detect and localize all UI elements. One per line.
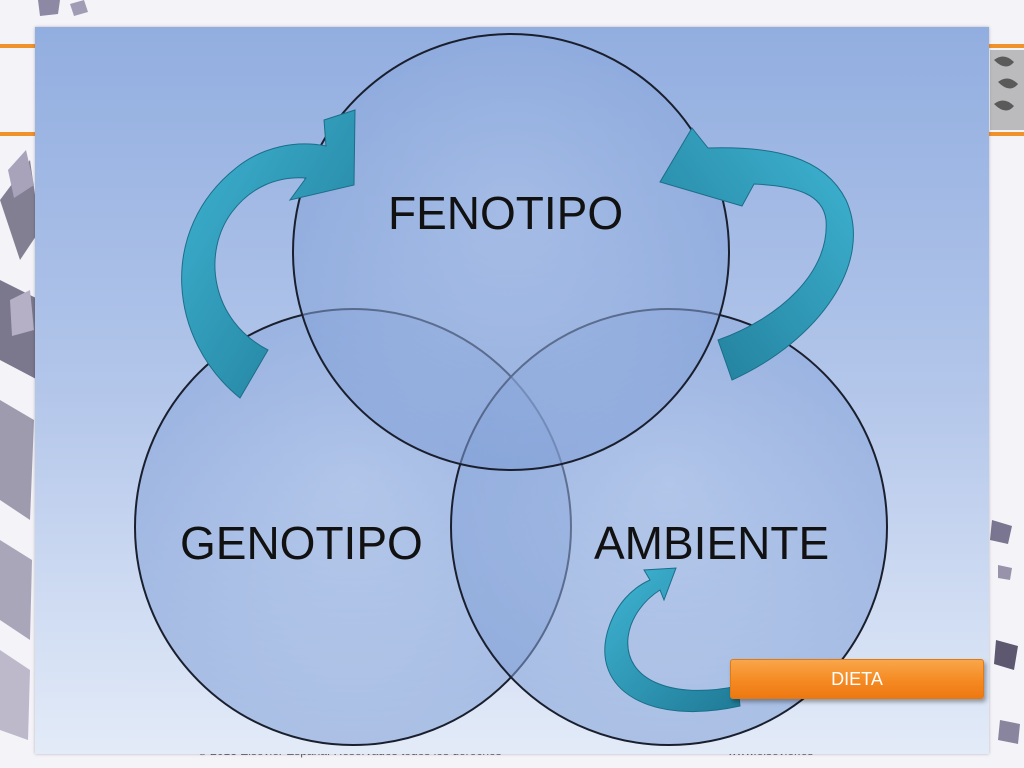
- accent-bar-left-bottom: [0, 132, 35, 136]
- accent-bar-right-bottom: [989, 132, 1024, 136]
- circle-fenotipo: [292, 33, 730, 471]
- curved-arrow-small-icon: [604, 567, 741, 713]
- curved-arrow-right-icon: [659, 127, 854, 381]
- genotipo-label: GENOTIPO: [180, 517, 423, 569]
- curved-arrow-left-icon: [181, 109, 356, 399]
- fenotipo-label: FENOTIPO: [388, 187, 624, 239]
- dieta-button[interactable]: DIETA: [730, 659, 984, 699]
- ambiente-label: AMBIENTE: [594, 517, 830, 569]
- accent-bar-right-top: [989, 44, 1024, 48]
- accent-bar-left-top: [0, 44, 35, 48]
